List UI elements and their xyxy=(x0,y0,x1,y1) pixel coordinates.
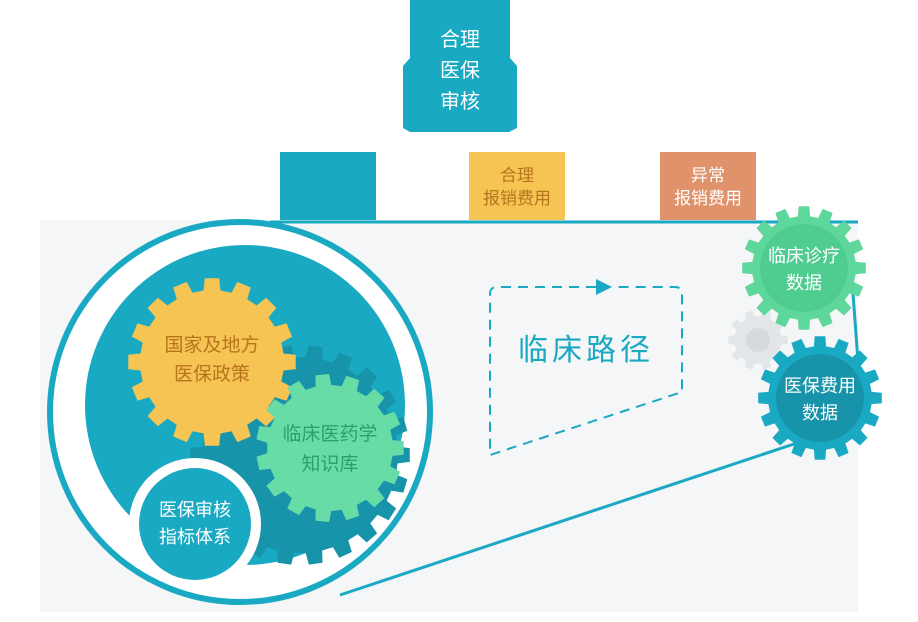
status-box-reasonable-line2: 报销费用 xyxy=(483,189,551,209)
top-review-box-line2: 医保 xyxy=(440,58,480,82)
clinical-pathway-dashed-path xyxy=(489,286,683,457)
top-review-box-line1: 合理 xyxy=(440,27,480,51)
gear-knowledge-teeth xyxy=(256,374,404,522)
top-review-box: 合理 医保 审核 xyxy=(403,0,517,132)
indicator-circle: 医保审核 指标体系 xyxy=(129,458,261,590)
clinical-pathway-arrow: 临床路径 xyxy=(489,279,683,457)
clinical-pathway-label: 临床路径 xyxy=(518,333,654,368)
gear-knowledge-line2: 知识库 xyxy=(301,453,358,475)
gear-cost-data xyxy=(758,336,882,460)
status-box-abnormal: 异常 报销费用 xyxy=(660,152,756,220)
status-box-abnormal-shape xyxy=(660,152,756,220)
gear-policy-line2: 医保政策 xyxy=(174,363,250,385)
gear-policy xyxy=(128,278,296,446)
indicator-circle-line1: 医保审核 xyxy=(159,500,231,521)
gear-knowledge xyxy=(256,374,404,522)
top-review-box-shape xyxy=(403,0,517,132)
gear-grey-small-hub xyxy=(746,328,770,352)
gear-cost-data-line1: 医保费用 xyxy=(784,376,856,397)
gear-clinical-data-line2: 数据 xyxy=(786,273,822,294)
status-box-reasonable-shape xyxy=(469,152,565,220)
clinical-pathway-arrowhead xyxy=(596,279,612,295)
gear-grey-small xyxy=(728,310,788,370)
gear-clinical-data-hub xyxy=(760,224,848,312)
gear-cost-data-hub xyxy=(776,354,864,442)
gear-clinical-data xyxy=(742,206,866,330)
status-box-reasonable-line1: 合理 xyxy=(500,166,534,186)
indicator-circle-fill xyxy=(139,468,251,580)
status-box-abnormal-line2: 报销费用 xyxy=(674,189,742,209)
gear-knowledge-line1: 临床医药学 xyxy=(282,423,377,445)
status-box-abnormal-line1: 异常 xyxy=(691,166,725,186)
gear-clinical-data-line1: 临床诊疗 xyxy=(768,246,840,267)
gear-policy-line1: 国家及地方 xyxy=(164,334,259,356)
top-review-box-line3: 审核 xyxy=(440,89,480,113)
status-box-reasonable: 合理 报销费用 xyxy=(469,152,565,220)
gear-cost-data-line2: 数据 xyxy=(802,403,838,424)
status-box-teal xyxy=(280,152,376,220)
indicator-circle-line2: 指标体系 xyxy=(159,527,231,548)
gear-policy-teeth xyxy=(128,278,296,446)
zoom-line-bottom xyxy=(339,436,813,597)
